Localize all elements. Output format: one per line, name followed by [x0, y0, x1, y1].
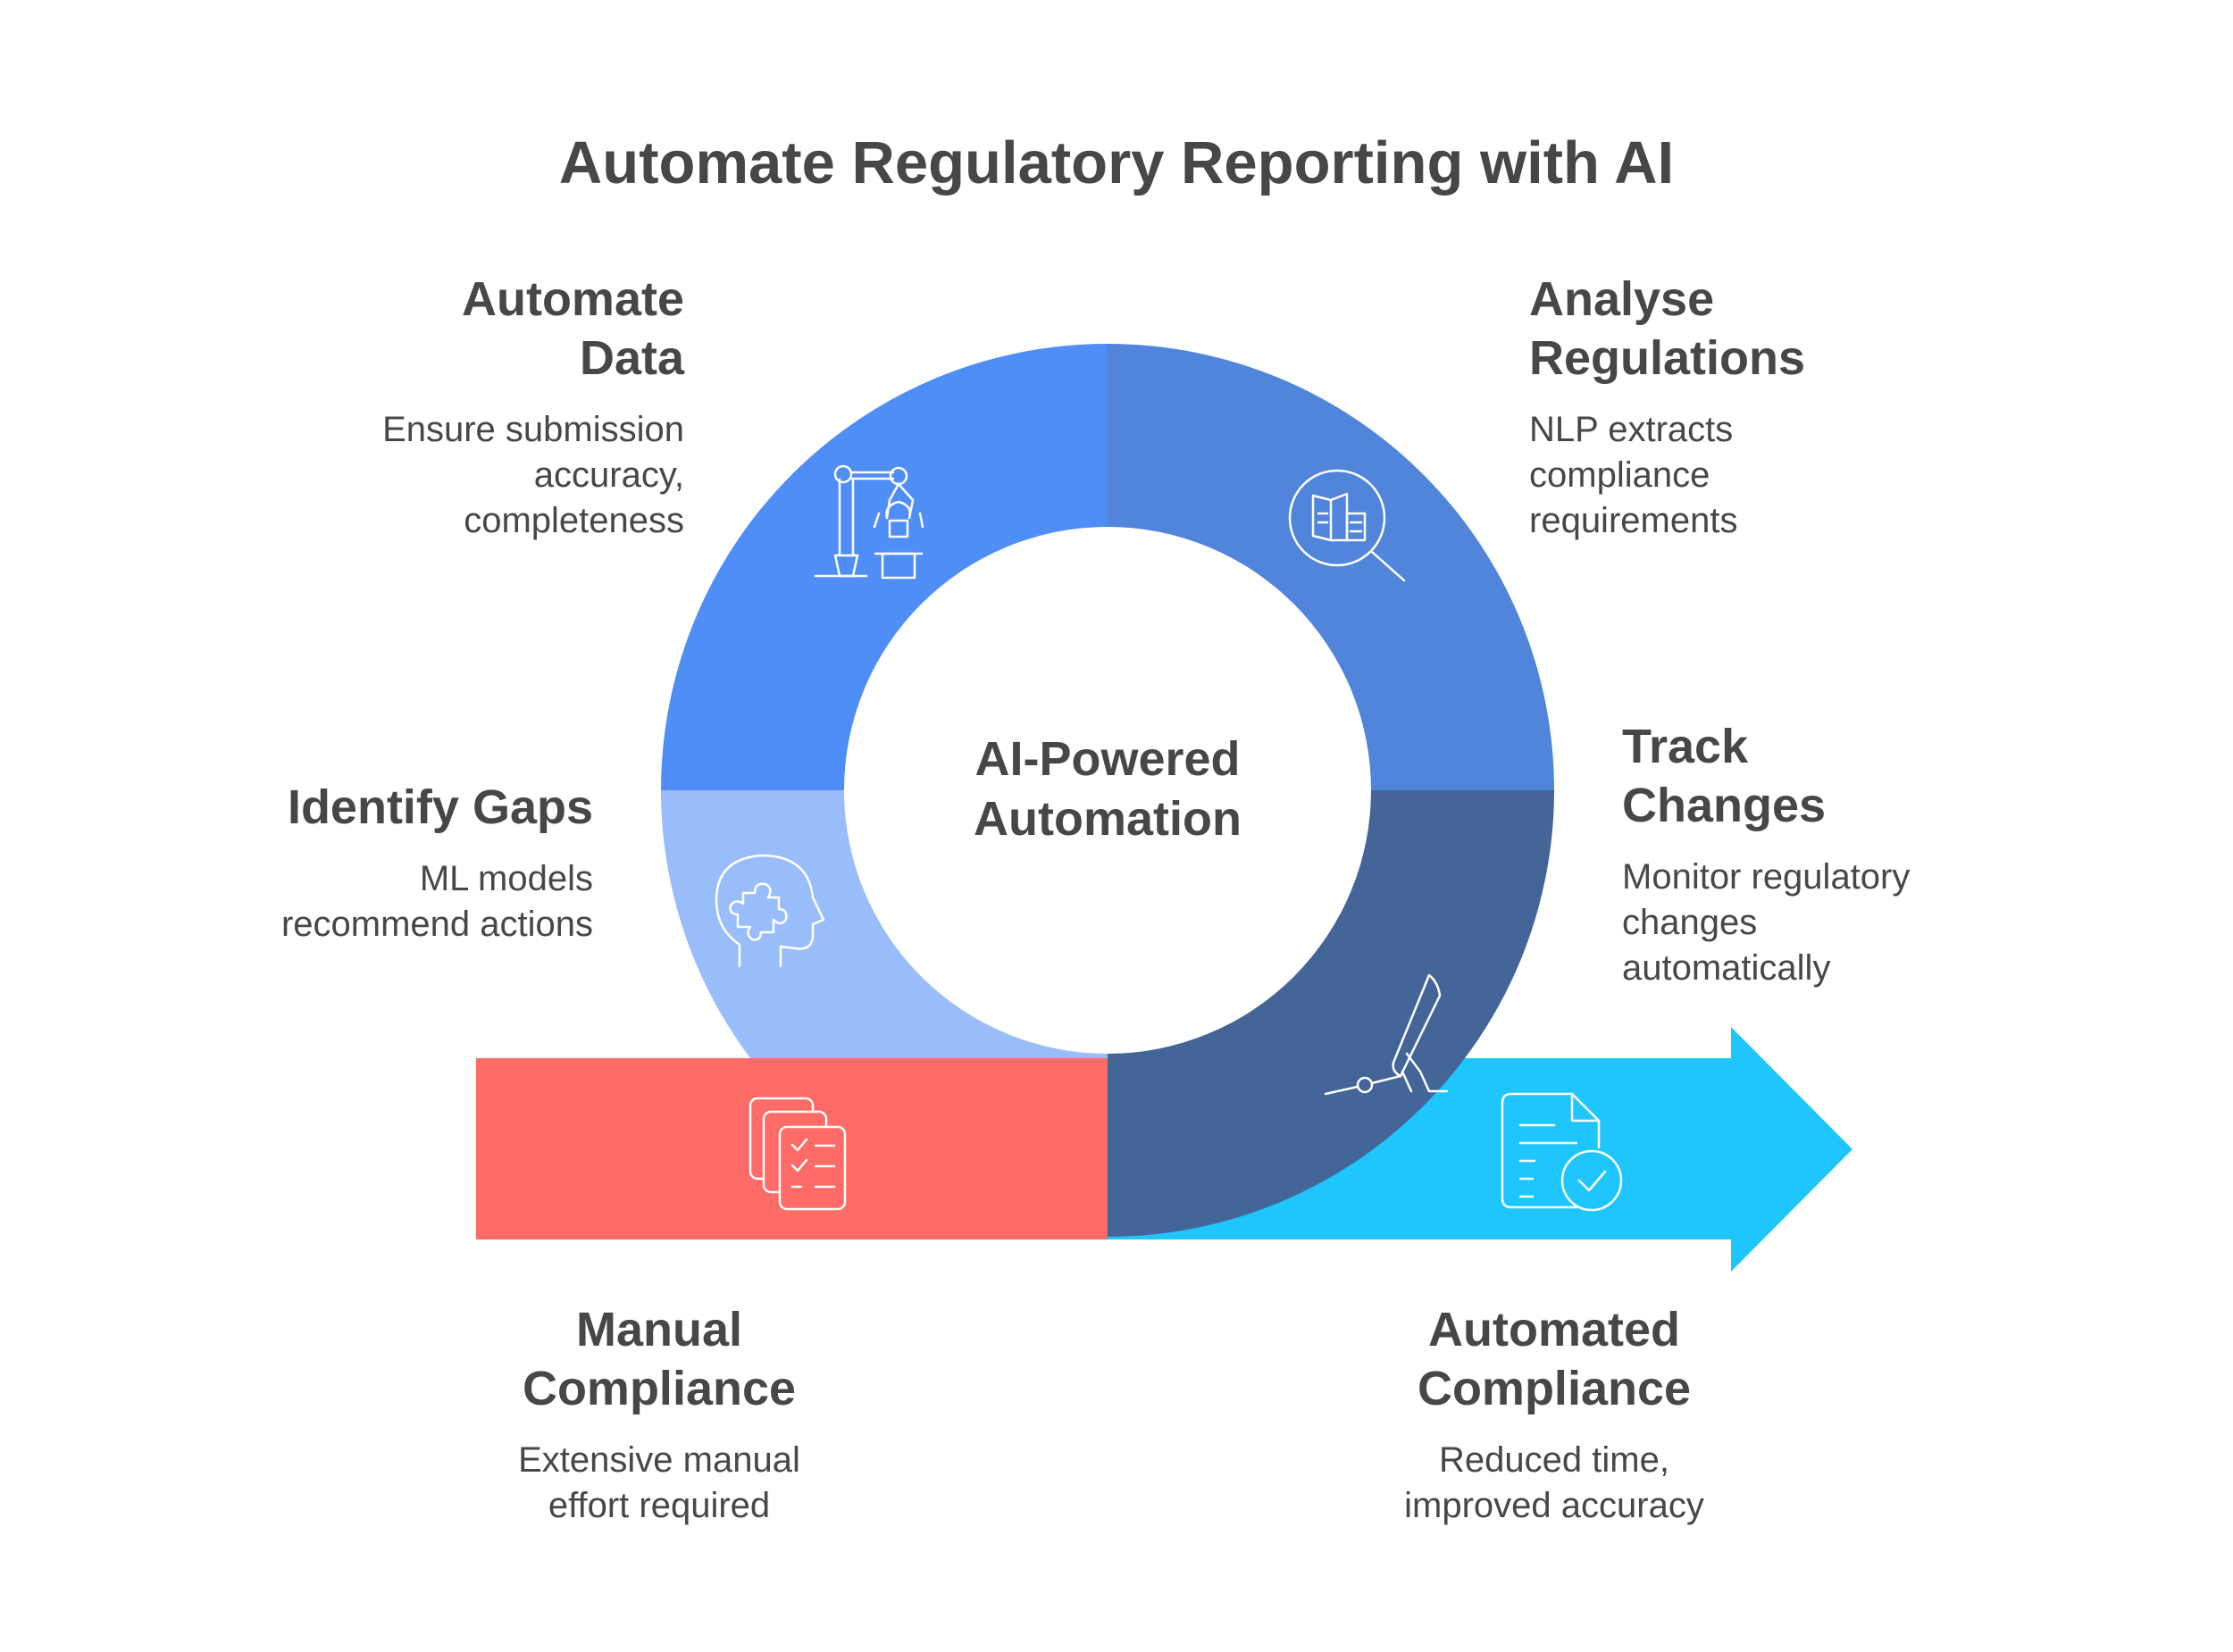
- stage-automate-data: Automate Data Ensure submission accuracy…: [220, 270, 684, 544]
- outcome-heading: Manual Compliance: [391, 1300, 927, 1418]
- heading-line: Automated: [1428, 1303, 1680, 1356]
- stage-description: ML models recommend actions: [93, 856, 593, 947]
- description-line: NLP extracts: [1529, 410, 1734, 449]
- description-line: completeness: [464, 501, 684, 540]
- heading-line: Manual: [575, 1303, 743, 1356]
- description-line: requirements: [1529, 501, 1738, 540]
- segment-automate-data: [661, 344, 1108, 790]
- heading-line: Track: [1622, 720, 1749, 773]
- checklist-documents-icon: [749, 1097, 847, 1211]
- outcome-description: Extensive manual effort required: [391, 1438, 927, 1529]
- robot-arm-icon: [814, 464, 924, 580]
- stage-identify-gaps: Identify Gaps ML models recommend action…: [93, 778, 593, 947]
- page-title: Automate Regulatory Reporting with AI: [558, 129, 1675, 196]
- description-line: recommend actions: [280, 905, 593, 944]
- description-line: Reduced time,: [1439, 1440, 1669, 1480]
- heading-line: Compliance: [1417, 1362, 1692, 1415]
- heading-line: Compliance: [522, 1362, 797, 1415]
- stage-heading: Automate Data: [220, 270, 684, 388]
- heading-line: Changes: [1622, 779, 1827, 832]
- stage-description: Monitor regulatory changes automatically: [1622, 855, 2122, 991]
- outcome-description: Reduced time, improved accuracy: [1286, 1438, 1822, 1529]
- heading-line: Analyse: [1529, 272, 1715, 326]
- heading-line: Regulations: [1529, 331, 1806, 385]
- heading-line: Automate: [461, 272, 684, 326]
- segment-analyse-regulations: [1108, 344, 1554, 790]
- description-line: accuracy,: [533, 455, 684, 495]
- center-label: AI-Powered Automation: [929, 730, 1286, 849]
- outcome-automated-compliance: Automated Compliance Reduced time, impro…: [1286, 1300, 1822, 1529]
- description-line: Monitor regulatory: [1622, 857, 1911, 897]
- document-check-icon: [1501, 1092, 1623, 1212]
- stage-heading: Identify Gaps: [93, 778, 593, 837]
- segment-track-changes: [1108, 790, 1554, 1237]
- description-line: automatically: [1622, 948, 1831, 988]
- monitor-icon: [1324, 973, 1449, 1096]
- outcome-manual-compliance: Manual Compliance Extensive manual effor…: [391, 1300, 927, 1529]
- stage-track-changes: Track Changes Monitor regulatory changes…: [1622, 717, 2122, 991]
- heading-line: Data: [579, 331, 684, 385]
- description-line: Extensive manual: [518, 1440, 800, 1480]
- center-label-line-2: Automation: [974, 792, 1242, 846]
- outcome-heading: Automated Compliance: [1286, 1300, 1822, 1418]
- head-puzzle-icon: [715, 854, 825, 968]
- description-line: improved accuracy: [1404, 1486, 1704, 1525]
- stage-analyse-regulations: Analyse Regulations NLP extracts complia…: [1529, 270, 1994, 544]
- stage-heading: Analyse Regulations: [1529, 270, 1994, 388]
- description-line: compliance: [1529, 455, 1710, 495]
- description-line: effort required: [548, 1486, 771, 1525]
- stage-description: NLP extracts compliance requirements: [1529, 407, 1994, 544]
- document-magnifier-icon: [1288, 469, 1406, 582]
- description-line: changes: [1622, 903, 1758, 942]
- stage-description: Ensure submission accuracy, completeness: [220, 407, 684, 544]
- stage-heading: Track Changes: [1622, 717, 2122, 835]
- description-line: ML models: [419, 859, 593, 898]
- center-label-line-1: AI-Powered: [974, 732, 1241, 786]
- heading-line: Identify Gaps: [287, 780, 593, 834]
- description-line: Ensure submission: [382, 410, 684, 449]
